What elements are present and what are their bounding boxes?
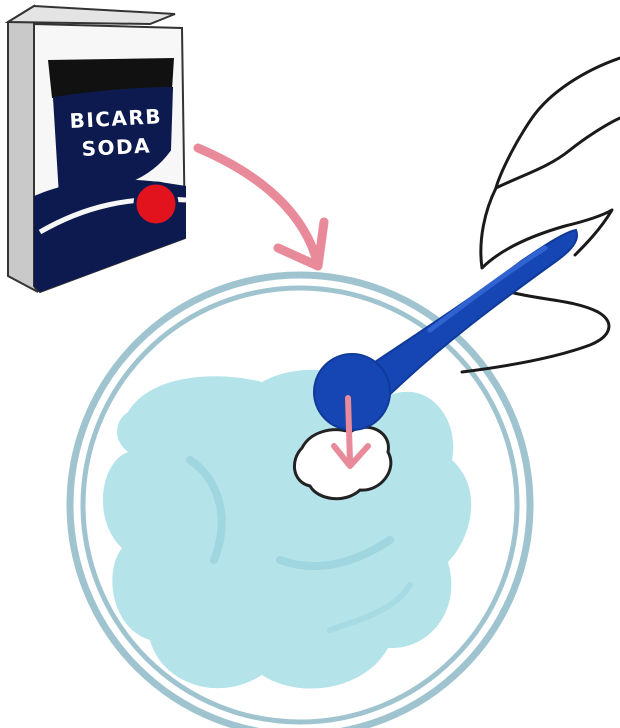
spoon-bowl (314, 354, 390, 430)
box-label-line1: BICARB (69, 104, 163, 133)
arrow-shaft (198, 148, 316, 258)
spoon-highlight (430, 248, 545, 330)
hand-icon (462, 58, 620, 372)
bicarb-soda-box-icon: BICARB SODA (8, 6, 186, 292)
red-button-icon (135, 183, 177, 225)
box-top (8, 6, 175, 24)
pink-curved-arrow-icon (198, 148, 324, 266)
liquid-blob (103, 370, 471, 689)
petri-dish-icon (70, 275, 530, 728)
hand-finger-top (496, 58, 620, 188)
box-label-line2: SODA (81, 133, 152, 161)
down-arrow-shaft (348, 398, 350, 462)
hand-finger-index (496, 118, 620, 188)
